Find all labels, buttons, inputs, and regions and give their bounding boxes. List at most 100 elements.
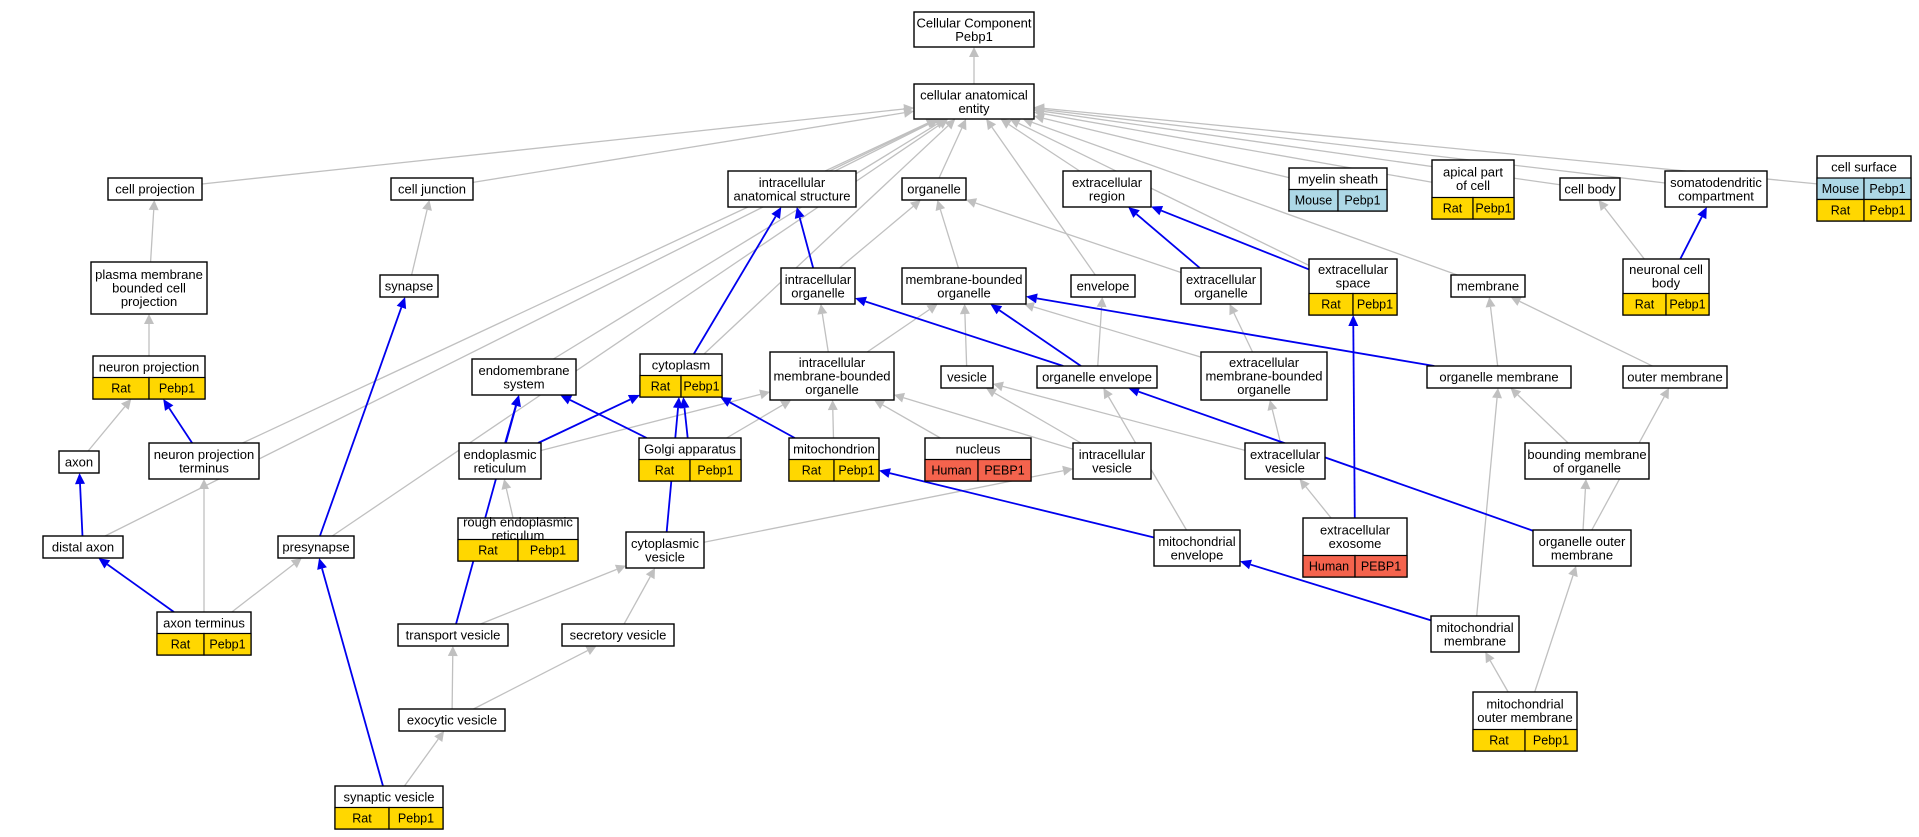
node-cellbody[interactable]: cell body [1559,177,1621,201]
node-secves[interactable]: secretory vesicle [561,623,675,647]
node-label: intracellular [799,355,866,370]
node-distaxon[interactable]: distal axon [42,535,124,559]
is-a-edge-axonterm-npt [199,479,209,612]
arrowhead [1492,388,1502,399]
node-transves[interactable]: transport vesicle [397,623,509,647]
arrowhead [585,646,597,655]
node-orgmem[interactable]: organelle membrane [1426,365,1572,389]
node-exoves[interactable]: exocytic vesicle [398,708,506,732]
arrowhead [959,304,970,315]
arrowhead [1128,207,1140,218]
arrowhead [1062,465,1073,476]
node-axon[interactable]: axon [58,450,100,474]
species-label: Rat [802,464,822,478]
node-box [940,365,994,389]
node-organelle[interactable]: organelle [901,177,967,201]
node-label: organelle [1194,285,1248,300]
gene-cell [833,458,880,482]
node-label: bounding membrane [1527,447,1646,462]
node-vesicle[interactable]: vesicle [940,365,994,389]
node-label: organelle membrane [1439,370,1558,385]
is-a-edge-membrane-cae [1022,117,1458,276]
arrowhead [1659,388,1669,400]
arrowhead [1598,200,1609,211]
node-outermem[interactable]: outer membrane [1622,365,1728,389]
is-a-edge-mito-imbo [827,400,838,439]
node-membrane[interactable]: membrane [1450,274,1526,298]
species-label: Rat [1635,298,1655,312]
is-a-edge-orgenv-envelope [1096,297,1107,367]
is-a-edge-pmbcp-cellproj [148,200,159,263]
node-orgenv[interactable]: organelle envelope [1036,365,1158,389]
node-label: neuron projection [154,447,254,462]
node-label: entity [958,101,990,116]
is-a-edge-rer-er [501,479,514,519]
gene-cell [1665,292,1710,316]
node-presyn[interactable]: presynapse [277,535,355,559]
gene-label: Pebp1 [398,812,434,826]
node-envelope[interactable]: envelope [1070,274,1136,298]
node-synapse[interactable]: synapse [379,274,439,298]
node-label: neuron projection [99,359,199,374]
is-a-edge-nucleus-imbo [874,400,941,439]
node-box [390,177,474,201]
node-label: of organelle [1553,460,1621,475]
is-a-edge-cytoves-intves [703,465,1073,543]
is-a-edge-intves-vesicle [986,388,1082,444]
node-label: extracellular [1186,272,1257,287]
arrowhead [422,200,432,211]
node-label: nucleus [956,441,1001,456]
arrowhead [986,388,998,398]
is-a-edge-synves-exoves [403,731,445,787]
node-celljunc[interactable]: cell junction [390,177,474,201]
species-label: Rat [1443,202,1463,216]
arrowhead [1240,559,1252,570]
part-of-edge-mitoenv-mito [879,468,1155,539]
is-a-edge-celljunc-cae [472,107,914,184]
node-label: endomembrane [478,363,569,378]
species-label: Rat [651,380,671,394]
node-box [769,351,895,401]
node-label: rough endoplasmic [463,515,573,530]
node-cellproj[interactable]: cell projection [107,177,203,201]
node-box [58,450,100,474]
node-label: system [503,376,544,391]
